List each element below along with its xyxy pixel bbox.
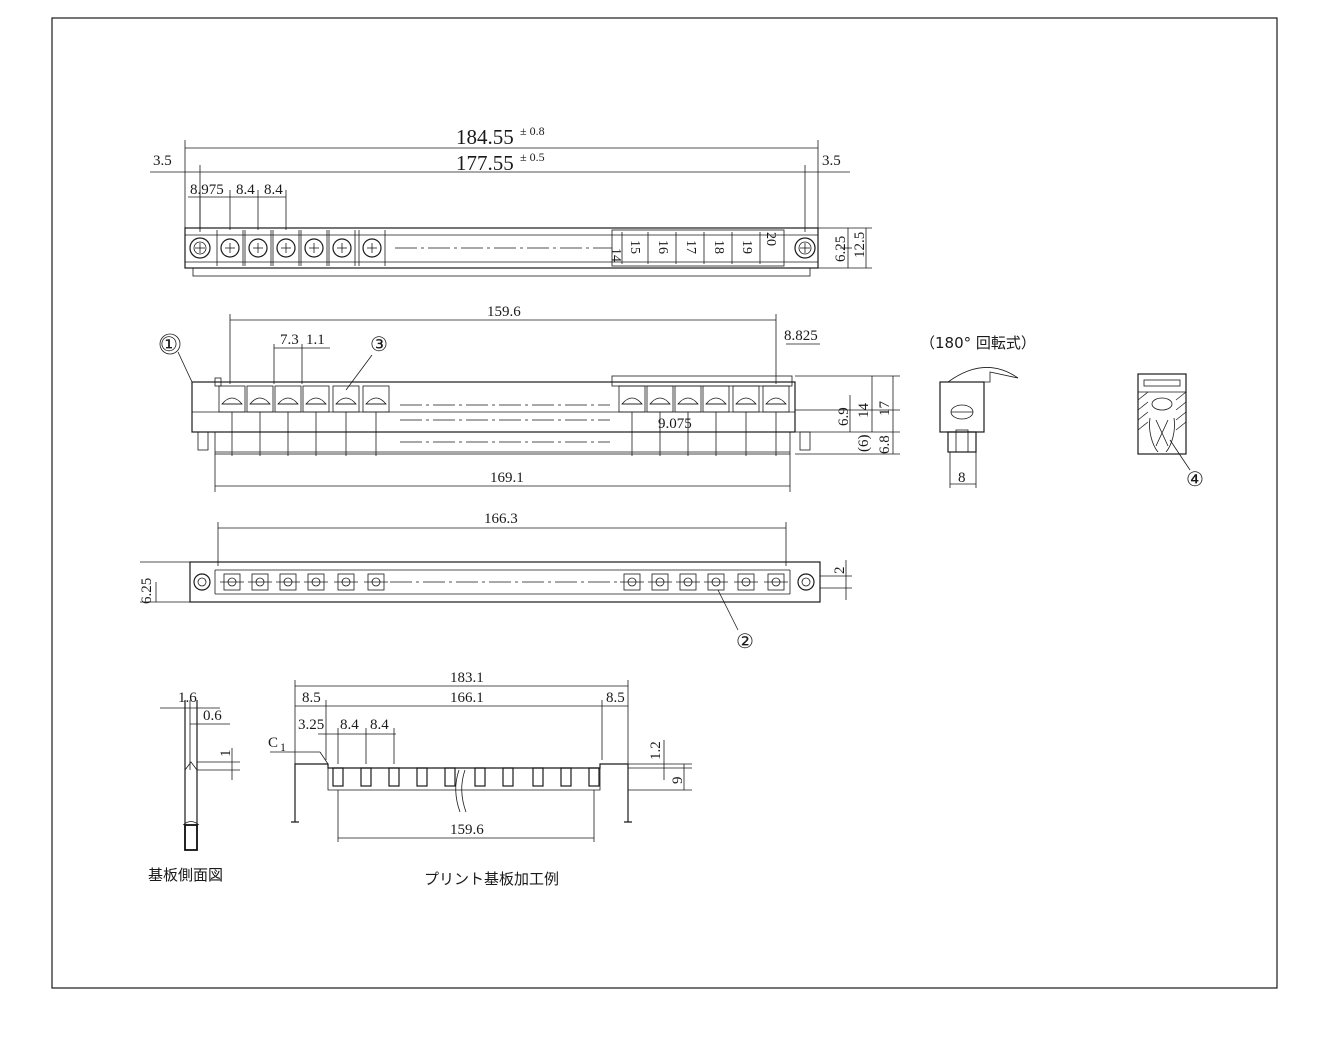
pcb-pad (532, 767, 544, 787)
dim-height: 12.5 (852, 232, 868, 258)
terminal-block (762, 385, 790, 413)
terminal-screw (248, 238, 268, 258)
terminal-block (274, 385, 302, 413)
terminal-number-14: 14 (608, 248, 623, 262)
pcb-pad (416, 767, 428, 787)
dim-pcb-pitch-a: 8.4 (340, 717, 359, 733)
dim-inner-pitch: 9.075 (658, 416, 692, 432)
pcb-pad (444, 767, 456, 787)
dim-pcb-inner: 166.1 (450, 690, 484, 706)
callout-4: ④ (1186, 467, 1204, 491)
drawing-frame (51, 17, 1278, 989)
pcb-pad (588, 767, 600, 787)
dim-right-offset: 8.825 (784, 328, 818, 344)
terminal-screw (332, 238, 352, 258)
dim-pitch-b: 8.4 (264, 182, 283, 198)
dim-overall-length: 184.55 (456, 125, 514, 149)
rotation-view: （180° 回転式） 8 (920, 334, 1036, 488)
terminal-screw (276, 238, 296, 258)
dim-h-b: 14 (856, 403, 872, 419)
dim-pcb-slot-b: 9 (670, 777, 686, 785)
pcb-pad (502, 767, 514, 787)
pcb-pad (560, 767, 572, 787)
dim-pcb-pitch-b: 8.4 (370, 717, 389, 733)
dim-pcb-margin-right: 8.5 (606, 690, 625, 706)
dim-overall-tol: ± 0.8 (520, 124, 545, 138)
terminal-block (302, 385, 330, 413)
dim-h-c: 17 (877, 401, 893, 417)
terminal-screw (304, 238, 324, 258)
rotation-caption: （180° 回転式） (920, 334, 1036, 352)
dim-rotation-width: 8 (958, 470, 966, 486)
pcb-pad (332, 767, 344, 787)
terminal-block (218, 385, 246, 413)
terminal-number-20: 20 (763, 232, 778, 246)
board-side-view: 1.6 0.6 1 基板側面図 (148, 690, 240, 884)
pcb-example: 183.1 166.1 8.5 8.5 3.25 8.4 8.4 C 1 159… (268, 670, 692, 888)
callout-2: ② (736, 629, 754, 653)
callout-1: ① (160, 332, 178, 356)
dim-first-pitch: 8.975 (190, 182, 224, 198)
dim-board-inner: 0.6 (203, 708, 222, 724)
pcb-pad (474, 767, 486, 787)
terminal-number-19: 19 (739, 240, 754, 254)
dim-board-thickness: 1.6 (178, 690, 197, 706)
bottom-view: 166.3 6.25 2 ② (139, 511, 852, 653)
terminal-screw (220, 238, 240, 258)
dim-pitch-length: 177.55 (456, 151, 514, 175)
dim-pcb-slot-a: 1.2 (648, 741, 664, 760)
board-side-caption: 基板側面図 (148, 866, 223, 884)
dim-h-e: 6.8 (877, 435, 893, 454)
dim-h-a: 6.9 (836, 407, 852, 426)
dim-end-right: 3.5 (822, 153, 841, 169)
dim-pcb-first: 3.25 (298, 717, 324, 733)
terminal-screw (362, 238, 382, 258)
dim-w-b: 1.1 (306, 332, 325, 348)
dim-half-height: 6.25 (833, 236, 849, 262)
dim-span-top: 159.6 (487, 304, 521, 320)
dim-h-d: (6) (856, 435, 872, 453)
top-view: 184.55 ± 0.8 177.55 ± 0.5 3.5 3.5 8.975 … (150, 124, 872, 277)
terminal-number-16: 16 (655, 240, 670, 254)
dim-end-left: 3.5 (153, 153, 172, 169)
pcb-pad (388, 767, 400, 787)
terminal-block (702, 385, 730, 413)
dim-w-a: 7.3 (280, 332, 299, 348)
dim-pitch-tol: ± 0.5 (520, 150, 545, 164)
dim-board-chamfer: 1 (218, 750, 234, 758)
dim-bottom-span: 166.3 (484, 511, 518, 527)
pcb-caption: プリント基板加工例 (424, 870, 559, 888)
pcb-chamfer-sub: 1 (280, 740, 286, 754)
dim-pitch-a: 8.4 (236, 182, 255, 198)
terminal-block (732, 385, 760, 413)
terminal-block (362, 385, 390, 413)
dim-pin: 2 (832, 567, 848, 575)
terminal-block (674, 385, 702, 413)
terminal-block (618, 385, 646, 413)
dim-span-bottom: 169.1 (490, 470, 524, 486)
terminal-number-18: 18 (711, 240, 726, 254)
terminal-number-15: 15 (627, 240, 642, 254)
terminal-block (246, 385, 274, 413)
dim-pcb-pad-span: 159.6 (450, 822, 484, 838)
dim-pcb-margin-left: 8.5 (302, 690, 321, 706)
front-view: 159.6 7.3 1.1 8.825 ① ③ 9.075 (159, 304, 900, 492)
callout-3: ③ (370, 332, 388, 356)
dim-pcb-overall: 183.1 (450, 670, 484, 686)
terminal-number-17: 17 (683, 240, 698, 254)
pcb-pad (360, 767, 372, 787)
dim-bottom-half-height: 6.25 (139, 578, 155, 604)
terminal-block (646, 385, 674, 413)
pcb-chamfer-label: C (268, 735, 278, 751)
section-view: ④ (1137, 373, 1204, 491)
